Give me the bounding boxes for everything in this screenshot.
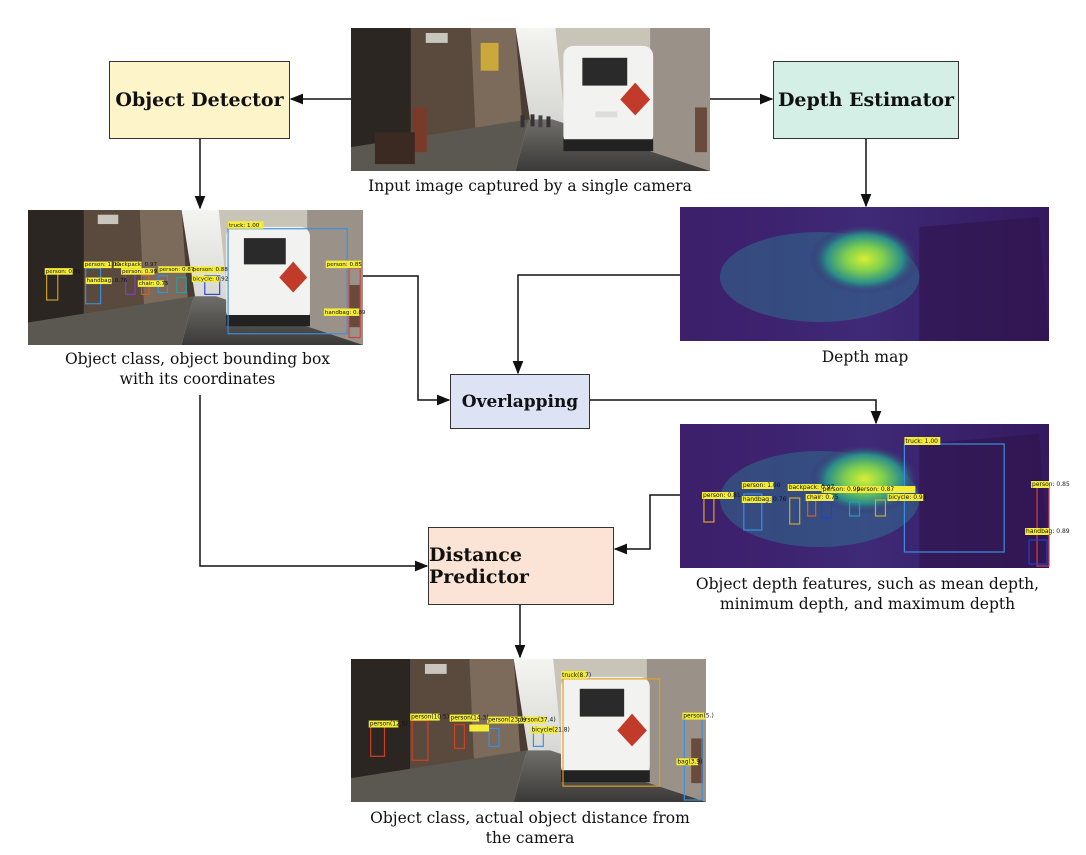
output-image: truck(8.7)person(12.5)person(10.5)person…: [351, 659, 714, 802]
bbox-label: chair: 0.75: [139, 281, 169, 287]
input-image: [351, 28, 710, 171]
bbox-label: handbag: 0.89: [1026, 528, 1070, 535]
object-detector-label: Object Detector: [115, 89, 284, 111]
bbox-label: handbag: 0.89: [325, 310, 366, 316]
bbox-label: person: 1.00: [85, 262, 121, 268]
bbox-label: truck(8.7): [562, 672, 591, 679]
bbox-label: backpack: 0.97: [789, 484, 835, 491]
bbox-label: person: 0.85: [1032, 481, 1070, 488]
bbox-label: person(14.3): [451, 715, 489, 722]
depth-map-image: [680, 207, 1049, 341]
bbox-label: person(10.5): [411, 714, 449, 721]
bbox-label: handbag: 0.76: [743, 496, 787, 503]
bbox-label: bicycle: 0.92: [888, 494, 926, 501]
bbox-label: person: 0.81: [46, 269, 82, 275]
overlapping-box: Overlapping: [450, 374, 590, 429]
depth-estimator-label: Depth Estimator: [777, 89, 955, 111]
depth-features-caption: Object depth features, such as mean dept…: [695, 575, 1040, 613]
bbox-label: bag(3.9): [677, 758, 702, 765]
bbox-label: person: 0.81: [703, 492, 741, 499]
arrow-map-to-overlapping-path: [512, 274, 680, 375]
bbox-label: person(23.3): [488, 717, 526, 724]
bbox-label: person(5.): [683, 713, 713, 720]
output-caption: Object class, actual object distance fro…: [370, 809, 690, 847]
arrow-detection-to-overlapping: [363, 275, 451, 406]
depth-estimator-box: Depth Estimator: [773, 61, 959, 139]
arrow-overlapping-to-features: [590, 399, 882, 425]
bbox-label: bicycle: 0.92: [193, 276, 229, 282]
detection-caption: Object class, object bounding box with i…: [64, 350, 331, 388]
bbox-label: person: 0.88: [193, 267, 229, 273]
bbox-label: person: 0.99: [122, 269, 158, 275]
depth-map-caption: Depth map: [821, 348, 909, 366]
arrow-detection-to-predictor: [199, 395, 429, 572]
bbox-label: person: 1.00: [743, 482, 781, 489]
bbox-label: person: 0.87: [159, 267, 195, 273]
input-caption: Input image captured by a single camera: [368, 177, 692, 195]
bbox-label: truck: 1.00: [229, 223, 260, 229]
distance-predictor-label: Distance Predictor: [429, 544, 529, 588]
bbox-label: person(12.5): [370, 721, 408, 728]
bbox-label: chair: 0.75: [807, 494, 839, 501]
bbox-label: person(37.4): [518, 717, 556, 724]
bbox-label: backpack: 0.97: [115, 262, 158, 268]
object-detector-box: Object Detector: [109, 61, 290, 139]
bbox-label: truck: 1.00: [905, 438, 938, 445]
bbox-label: person: 0.85: [327, 262, 363, 268]
bbox-label: person: 0.87: [857, 486, 895, 493]
bbox-label: handbag: 0.76: [87, 278, 128, 284]
arrow-features-to-predictor: [613, 494, 680, 555]
bbox-label: person: 0.99: [823, 486, 861, 493]
bbox-label: bicycle(21.8): [531, 726, 569, 733]
overlapping-label: Overlapping: [461, 391, 579, 412]
distance-predictor-box: Distance Predictor: [428, 527, 614, 605]
